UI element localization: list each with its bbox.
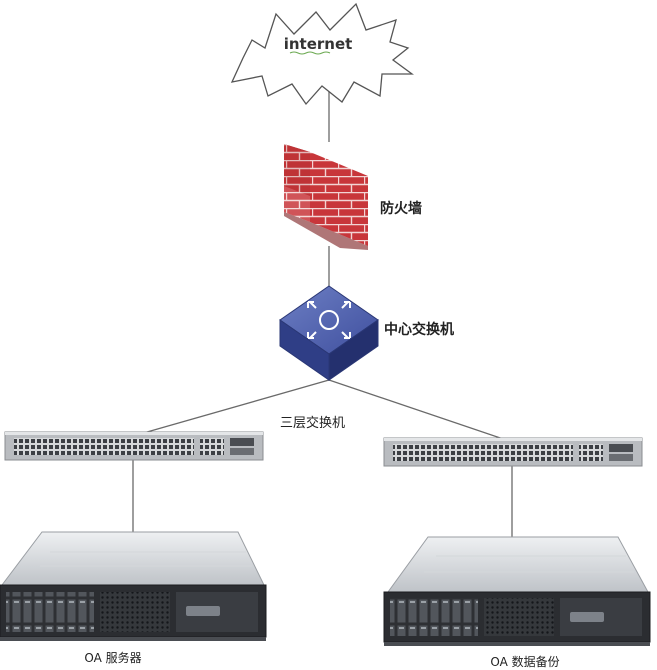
rack-server-icon <box>0 531 267 641</box>
core-switch-label: 中心交换机 <box>384 321 454 338</box>
oa-server-node: OA 服务器 <box>0 531 267 665</box>
brick-wall-icon <box>284 144 368 250</box>
link-core-left-switch <box>132 379 330 437</box>
oa-backup-label: OA 数据备份 <box>490 654 559 669</box>
oa-backup-node: OA 数据备份 <box>383 536 651 669</box>
l3-switch-label: 三层交换机 <box>280 415 345 431</box>
link-core-right-switch <box>328 379 513 443</box>
connection-lines <box>132 80 513 537</box>
rack-server-icon <box>383 536 651 646</box>
oa-server-label: OA 服务器 <box>84 650 141 665</box>
internet-label: internet <box>284 35 353 53</box>
rack-switch-icon <box>4 431 264 461</box>
core-switch-node: 中心交换机 <box>279 285 454 381</box>
right-l3-switch <box>383 437 643 467</box>
left-l3-switch <box>4 431 264 461</box>
cloud-icon <box>230 2 414 106</box>
firewall-node: 防火墙 <box>284 144 422 250</box>
rack-switch-icon <box>383 437 643 467</box>
internet-node: internet <box>230 2 414 106</box>
switch-cube-icon <box>279 285 379 381</box>
firewall-label: 防火墙 <box>380 200 422 217</box>
